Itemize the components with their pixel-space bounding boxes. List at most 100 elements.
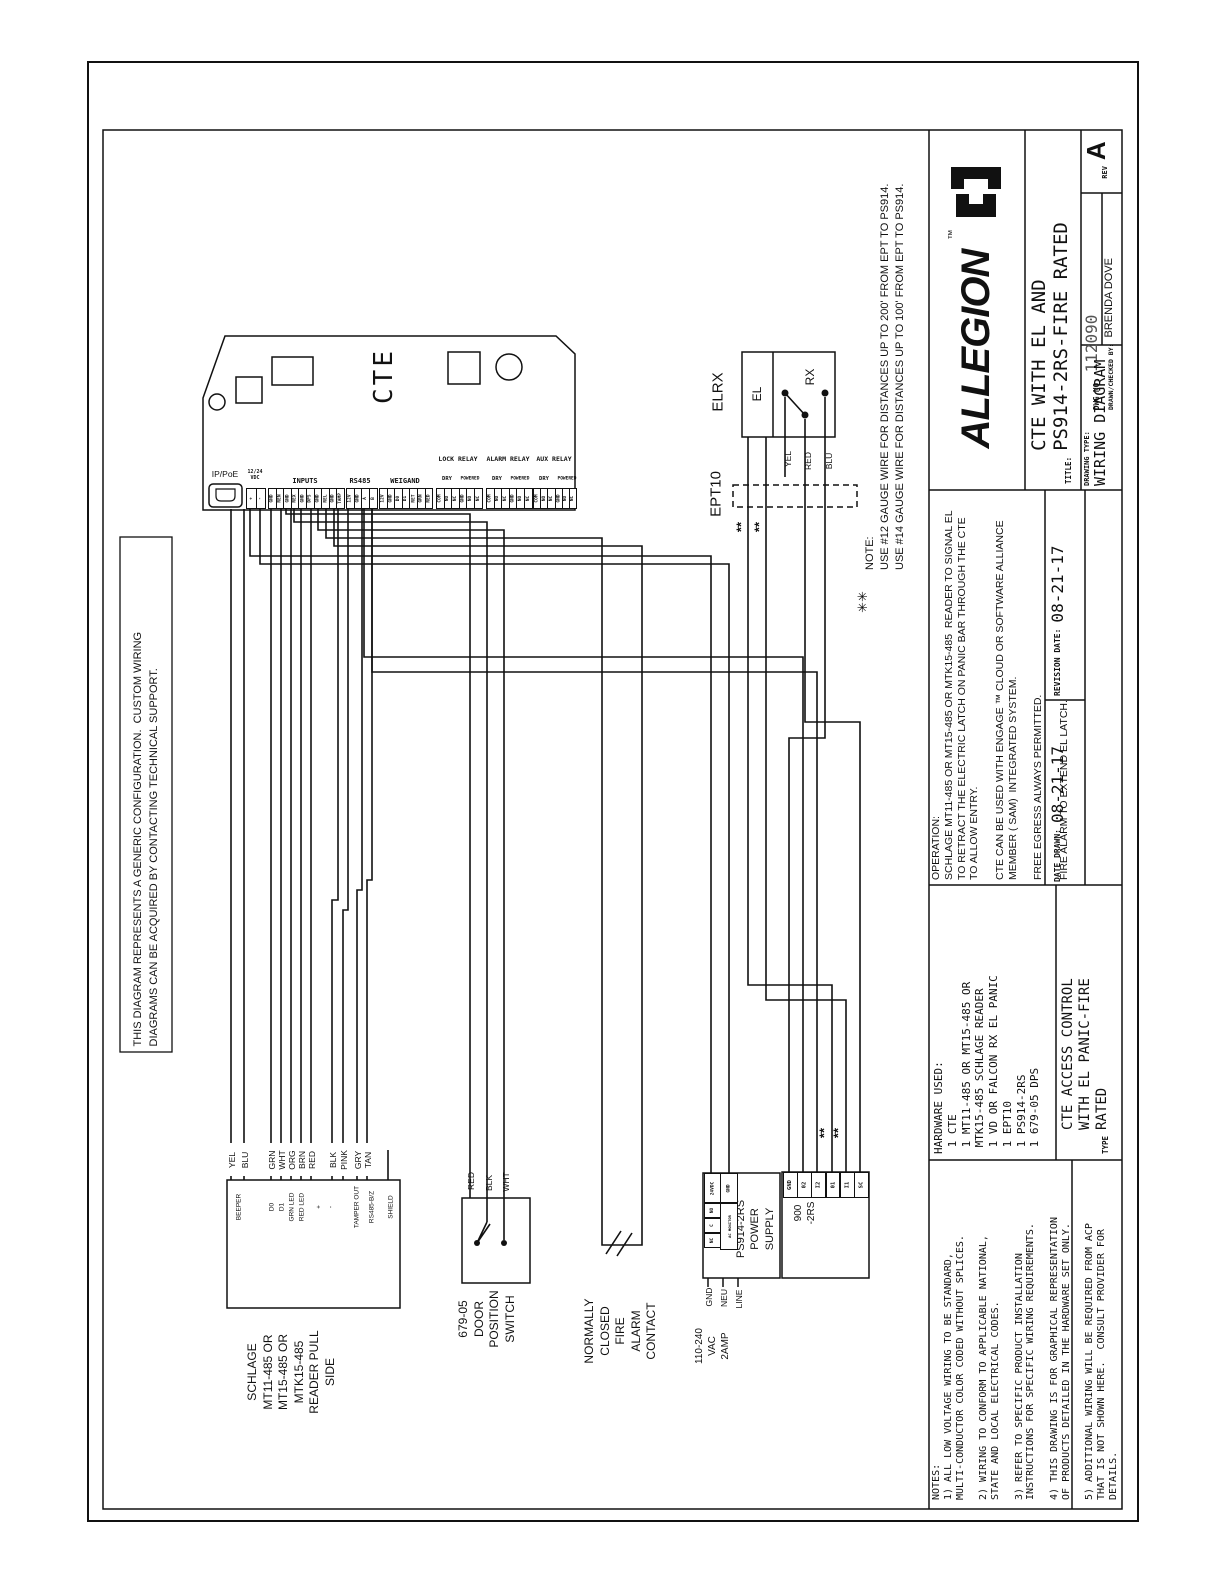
cte-component-1	[235, 376, 263, 404]
cte-terminal-label: NO	[445, 495, 451, 502]
rs900-terminal-5: SC	[854, 1172, 869, 1198]
cte-terminal-label: TAMP	[338, 493, 344, 504]
cte-sub-dry-4: DRY	[442, 476, 452, 482]
operation-text: OPERATION: SCHLAGE MT11-485 OR MT15-485 …	[930, 510, 1070, 880]
reader-wire-org: ORG	[287, 1150, 297, 1170]
reader-terminal-8: RS485-B/Z	[368, 1190, 376, 1224]
reader-terminal-5: +	[315, 1205, 323, 1209]
ps914-terminal-no: NO	[704, 1203, 721, 1218]
title-label: TITLE:	[1063, 456, 1073, 484]
rs900-terminal-3: 01	[825, 1172, 841, 1198]
nc-contact-symbol	[605, 1230, 633, 1257]
cte-terminal-label: GND	[388, 494, 394, 503]
reader-wire-gry: GRY	[353, 1150, 363, 1170]
reader-terminal-3: GRN LED	[288, 1192, 296, 1222]
drawing-type-cell: DRAWING TYPE: WIRING DIAGRAM	[1083, 346, 1119, 486]
outer-border	[87, 61, 1139, 1522]
drawing-type-label: DRAWING TYPE:	[1083, 431, 1091, 486]
reader-wire-yel: YEL	[227, 1151, 237, 1169]
reader-terminal-6: -	[327, 1205, 335, 1209]
ept10-mark-1: **	[733, 521, 749, 533]
date-drawn-value: 08-21-17	[1048, 745, 1067, 824]
cte-sub-dry-6: DRY	[539, 476, 549, 482]
reader-terminal-4: RED LED	[298, 1192, 306, 1222]
reader-wire-brn: BRN	[297, 1151, 307, 1169]
cte-terminal-label: GND	[460, 494, 466, 503]
ps914-line-in: LINE	[734, 1289, 744, 1309]
notes-text: NOTES: 1) ALL LOW VOLTAGE WIRING TO BE S…	[931, 1217, 1119, 1500]
cte-terminal-label: COM	[534, 494, 540, 503]
cte-terminal-label: GND	[300, 494, 306, 503]
cte-terminal-label: NC	[503, 495, 509, 502]
cte-sub-dry-5: DRY	[492, 476, 502, 482]
reader-wire-wht: WHT	[277, 1150, 287, 1170]
type-value: CTE ACCESS CONTROL WITH EL PANIC-FIRE RA…	[1060, 978, 1110, 1130]
title-cell: TITLE: CTE WITH EL AND PS914-2RS-FIRE RA…	[1028, 132, 1078, 484]
reader-wire-tan: TAN	[363, 1151, 373, 1169]
reader-terminal-9: SHIELD	[387, 1195, 395, 1219]
cte-terminal-6-5: NC	[569, 488, 578, 509]
date-drawn-cell: DATE DRAWN: 08-21-17	[1048, 702, 1080, 882]
cte-group-label-2: RS485	[349, 477, 371, 485]
reader-wire-blu: BLU	[240, 1151, 250, 1169]
gauge-note-marks: ✳✳	[855, 591, 870, 613]
ps914-terminal-nc: NC	[704, 1233, 721, 1248]
cte-terminal-label: D1	[403, 495, 409, 502]
reader-wire-red: RED	[307, 1151, 317, 1169]
elrx-el-label: EL	[750, 386, 764, 402]
ip-poe-jack-inner	[215, 488, 236, 502]
rs900-terminal-label: 01	[829, 1181, 836, 1189]
cte-terminal-label: +	[248, 497, 254, 500]
cte-terminal-label: NO	[541, 495, 547, 502]
cte-terminal-label: GND	[355, 494, 361, 503]
hardware-used-text: HARDWARE USED: 1 CTE 1 MT11-485 OR MT15-…	[932, 975, 1042, 1154]
rs900-terminal-label: GND	[787, 1180, 794, 1190]
revision-date-value: 08-21-17	[1048, 545, 1067, 623]
cte-group-label-1: INPUTS	[292, 477, 318, 485]
reader-wire-blk: BLK	[328, 1151, 338, 1169]
rs900-terminal-1: 02	[797, 1172, 812, 1198]
cte-board-title: CTE	[369, 348, 399, 404]
dps-switch-blade	[476, 1221, 491, 1244]
rs900-terminal-2: I2	[811, 1172, 827, 1198]
rev-cell: REV A	[1081, 131, 1119, 189]
reader-box	[226, 1179, 401, 1309]
ps914-label: PS914-2RS POWER SUPPLY	[735, 1199, 776, 1259]
fire-alarm-label: NORMALLY CLOSED FIRE ALARM CONTACT	[582, 1298, 659, 1364]
cte-terminal-label: GND	[269, 494, 275, 503]
cte-terminal-label: NO	[495, 495, 501, 502]
cte-sub-powered-4: POWERED	[460, 476, 480, 482]
cte-terminal-label: 12V	[380, 494, 386, 503]
cte-terminal-0-1: -	[255, 488, 266, 509]
reader-terminal-2: D1	[278, 1202, 286, 1212]
ept10-label: EPT10	[707, 471, 725, 517]
cte-terminal-label: NC	[453, 495, 459, 502]
cte-terminal-label: -	[258, 497, 264, 500]
elrx-rx-label: RX	[803, 368, 817, 386]
cte-terminal-5-5: NC	[524, 488, 533, 509]
ps914-gnd-in: GND	[704, 1287, 714, 1307]
cte-group-label-5: ALARM RELAY	[486, 455, 530, 463]
cte-terminal-label: NO	[518, 495, 524, 502]
cte-terminal-3-6: RED	[424, 488, 434, 509]
rs900-mark-1: **	[816, 1127, 832, 1139]
titleblock-grid	[928, 130, 1122, 1509]
cte-terminal-label: 12V	[347, 494, 353, 503]
date-drawn-label: DATE DRAWN:	[1053, 829, 1062, 882]
cte-terminal-label: REX	[292, 494, 298, 503]
rx-wire-yel: YEL	[783, 450, 793, 468]
rx-wire-red: RED	[803, 452, 813, 470]
rx-wire-blu: BLU	[824, 452, 834, 470]
dps-label: 679-05 DOOR POSITION SWITCH	[456, 1290, 517, 1348]
dps-wire-wht: WHT	[501, 1172, 511, 1192]
reader-terminal-1: D0	[268, 1202, 276, 1212]
reader-terminal-7: TAMPER OUT	[353, 1185, 361, 1229]
drawing-title: CTE WITH EL AND PS914-2RS-FIRE RATED	[1028, 222, 1073, 451]
drawing-type-value: WIRING DIAGRAM	[1091, 359, 1109, 486]
ps914-terminal-24vdc: 24VDC	[704, 1173, 721, 1203]
ps914-terminal-ac-monitor: AC MONITOR	[720, 1203, 738, 1250]
ip-poe-label: IP/PoE	[211, 469, 239, 479]
cte-terminal-label: GRN	[418, 494, 424, 503]
reader-terminal-0: BEEPER	[235, 1193, 243, 1221]
cte-group-label-3: WEIGAND	[390, 477, 420, 485]
